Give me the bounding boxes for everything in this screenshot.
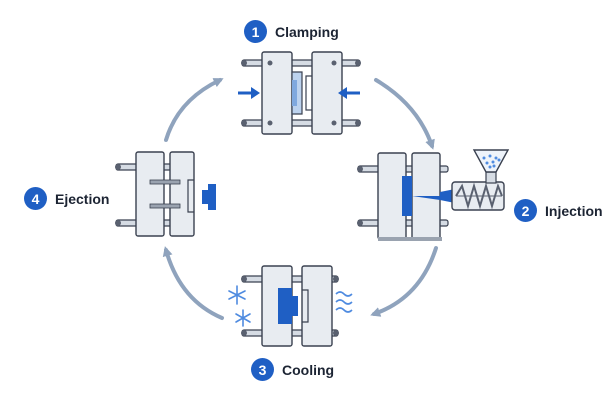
cycle-arrow-cooling-to-ejection: [162, 246, 224, 320]
clamp-arrow-icon: [338, 87, 347, 99]
step-1-text: Clamping: [275, 23, 339, 40]
step-4-label: 4 Ejection: [24, 187, 109, 210]
cycle-arrow-ejection-to-clamping: [164, 78, 224, 142]
ejection-mold: [115, 151, 216, 237]
cycle-arrow-injection-to-cooling: [370, 246, 438, 317]
cycle-arrows: [162, 78, 438, 320]
step-1-badge: 1: [244, 20, 267, 43]
snowflake-icon: [228, 285, 251, 327]
step-2-badge: 2: [514, 199, 537, 222]
step-2-label: 2 Injection: [514, 199, 603, 222]
clamp-arrow-icon: [251, 87, 260, 99]
step-4-text: Ejection: [55, 190, 110, 207]
clamping-mold: [238, 51, 361, 135]
cooling-mold: [228, 265, 353, 347]
step-1-label: 1 Clamping: [244, 20, 339, 43]
step-2-text: Injection: [545, 202, 603, 219]
step-4-badge: 4: [24, 187, 47, 210]
step-3-text: Cooling: [282, 361, 335, 378]
ejected-part-icon: [202, 184, 216, 210]
hopper-icon: [472, 149, 510, 173]
step-3-label: 3 Cooling: [251, 358, 334, 381]
step-3-badge: 3: [251, 358, 274, 381]
cycle-arrow-clamping-to-injection: [374, 78, 435, 150]
screw-icon: [455, 182, 503, 210]
injection-unit: [357, 149, 510, 241]
heat-wave-icon: [335, 291, 353, 313]
